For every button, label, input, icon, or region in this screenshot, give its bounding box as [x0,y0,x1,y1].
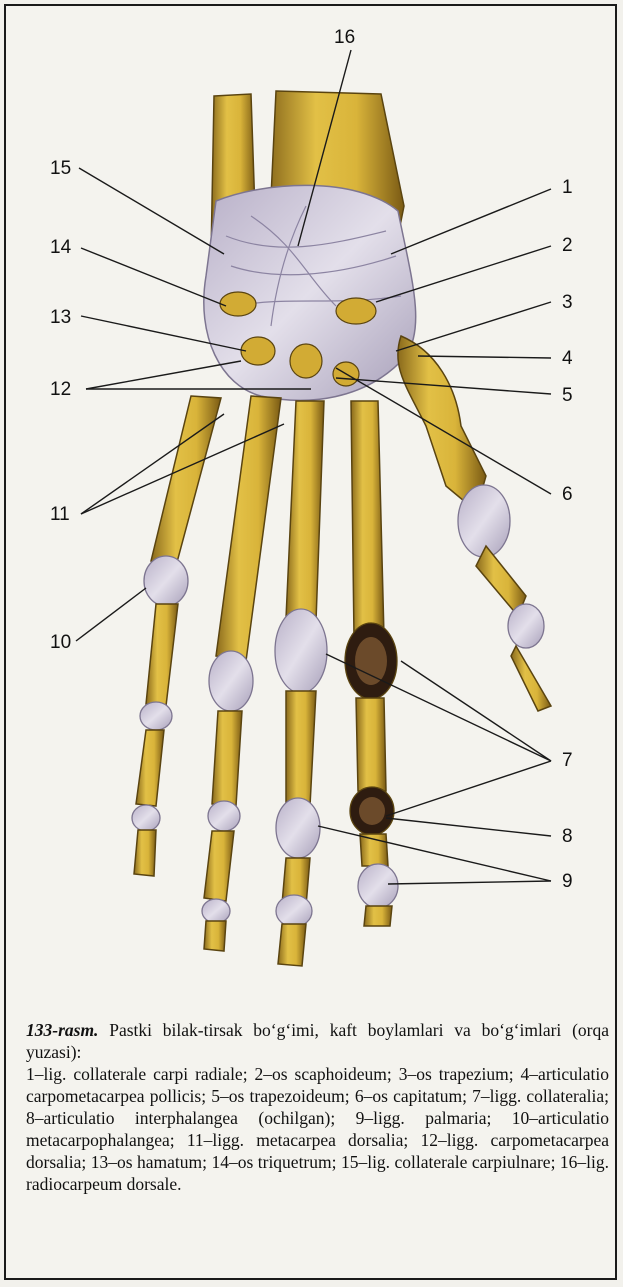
label-6: 6 [562,485,573,504]
label-1: 1 [562,178,573,197]
label-10: 10 [50,633,71,652]
label-14: 14 [50,238,71,257]
label-11: 11 [50,505,70,524]
label-3: 3 [562,293,573,312]
figure-frame: 16 1 2 3 4 5 6 7 8 9 10 11 12 13 14 15 1… [4,4,617,1280]
hand-illustration: 16 1 2 3 4 5 6 7 8 9 10 11 12 13 14 15 [6,6,619,1006]
caption-body: 1–lig. collaterale carpi radiale; 2–os s… [26,1063,609,1195]
label-8: 8 [562,827,573,846]
label-4: 4 [562,349,573,368]
caption-number: 133-rasm. [26,1020,98,1040]
label-9: 9 [562,872,573,891]
label-2: 2 [562,236,573,255]
hand-drawing [6,6,619,1006]
label-5: 5 [562,386,573,405]
label-13: 13 [50,308,71,327]
label-7: 7 [562,751,573,770]
figure-caption: 133-rasm. Pastki bilak-tirsak bo‘g‘imi, … [26,1019,609,1195]
label-15: 15 [50,159,71,178]
caption-title: Pastki bilak-tirsak bo‘g‘imi, kaft boyla… [26,1020,609,1062]
fingers [132,396,398,966]
label-16: 16 [334,28,355,47]
label-12: 12 [50,380,71,399]
